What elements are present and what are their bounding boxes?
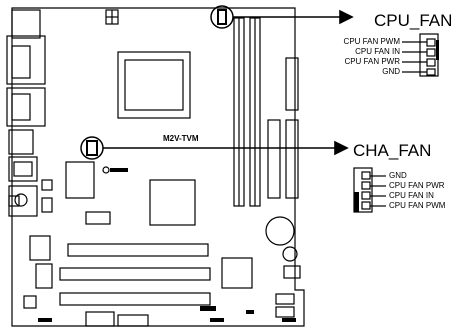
com-port	[6, 35, 46, 85]
usb-port	[8, 129, 34, 155]
cpu-fan-pin-label: CPU FAN PWM	[343, 37, 400, 46]
cpu-fan-title: CPU_FAN	[374, 11, 453, 30]
audio-port	[8, 185, 38, 217]
pci-slot-2	[59, 267, 211, 281]
cpu-fan-pin-label: CPU FAN IN	[355, 47, 400, 56]
cha-fan-pin-label: CPU FAN PWM	[389, 201, 446, 210]
southbridge-chip	[221, 257, 253, 289]
cha-fan-pin-label: CPU FAN IN	[389, 191, 434, 200]
cha-fan-pin-label: CPU FAN PWR	[389, 181, 445, 190]
cha-fan-pin-label: GND	[389, 171, 407, 180]
board-outline	[11, 7, 305, 327]
atx-power-connector	[285, 57, 299, 111]
cha-fan-title: CHA_FAN	[353, 141, 432, 160]
ps2-port	[11, 9, 41, 39]
cpu-fan-pin-label: GND	[382, 67, 400, 76]
pci-slot-3	[59, 292, 211, 306]
cpu-fan-pin-label: CPU FAN PWR	[344, 57, 400, 66]
battery	[265, 216, 295, 246]
vga-port	[6, 87, 46, 127]
northbridge-chip	[149, 179, 196, 226]
cha-fan-connector	[353, 167, 373, 213]
board-model-label: M2V-TVM	[163, 134, 199, 143]
cpu-socket	[117, 51, 191, 119]
lan-port	[8, 156, 38, 182]
pci-slot-1	[67, 243, 209, 257]
ide-connector	[285, 119, 299, 199]
